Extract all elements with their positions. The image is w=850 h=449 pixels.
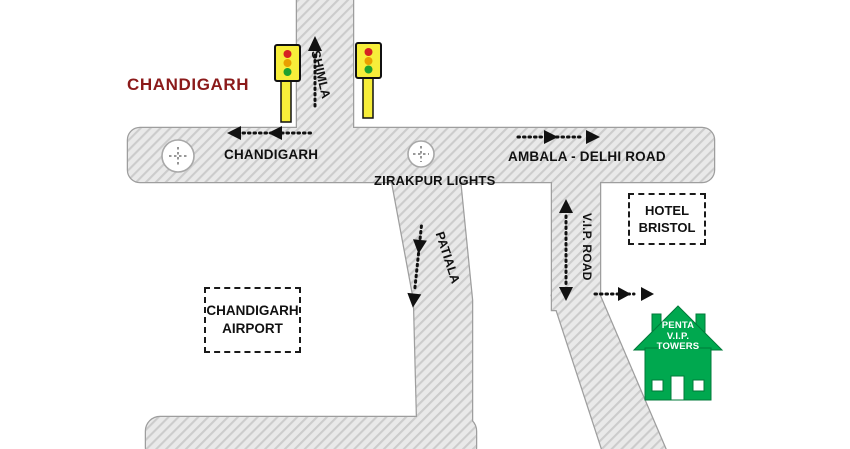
road-label-ambala-delhi: AMBALA - DELHI ROAD (508, 149, 666, 164)
ambala-right-arrow-icon (516, 130, 600, 144)
patiala-down-arrow-icon (407, 224, 427, 308)
shimla-up-arrow-icon (308, 36, 322, 110)
green-house-icon (632, 305, 724, 401)
roundabout-icon (161, 139, 195, 173)
road-network (126, 0, 716, 449)
zirakpur-junction-icon (407, 140, 435, 168)
penta-right-arrow-icon (593, 287, 654, 301)
traffic-light-icon (274, 44, 301, 123)
traffic-light-icon (355, 42, 382, 119)
junction-label-zirakpur-lights: ZIRAKPUR LIGHTS (374, 173, 496, 188)
hotel-bristol-line2: BRISTOL (638, 220, 696, 235)
city-label-chandigarh: CHANDIGARH (127, 75, 250, 94)
chandigarh-airport-line2: AIRPORT (222, 321, 283, 336)
penta-line1: PENTA (661, 320, 695, 331)
penta-line3: TOWERS (656, 341, 700, 352)
road-label-chandigarh-direction: CHANDIGARH (224, 147, 319, 162)
landmark-penta-vip-towers-label: PENTA V.I.P. TOWERS (640, 320, 716, 353)
penta-line2: V.I.P. (666, 330, 690, 342)
landmark-hotel-bristol: HOTEL BRISTOL (628, 193, 706, 245)
road-label-vip-road: V.I.P. ROAD (580, 213, 594, 281)
hotel-bristol-line1: HOTEL (644, 203, 690, 218)
vip-road-double-arrow-icon (559, 199, 573, 301)
chandigarh-left-arrow-icon (227, 126, 313, 140)
landmark-chandigarh-airport: CHANDIGARH AIRPORT (204, 287, 301, 353)
chandigarh-airport-line1: CHANDIGARH (206, 303, 299, 318)
